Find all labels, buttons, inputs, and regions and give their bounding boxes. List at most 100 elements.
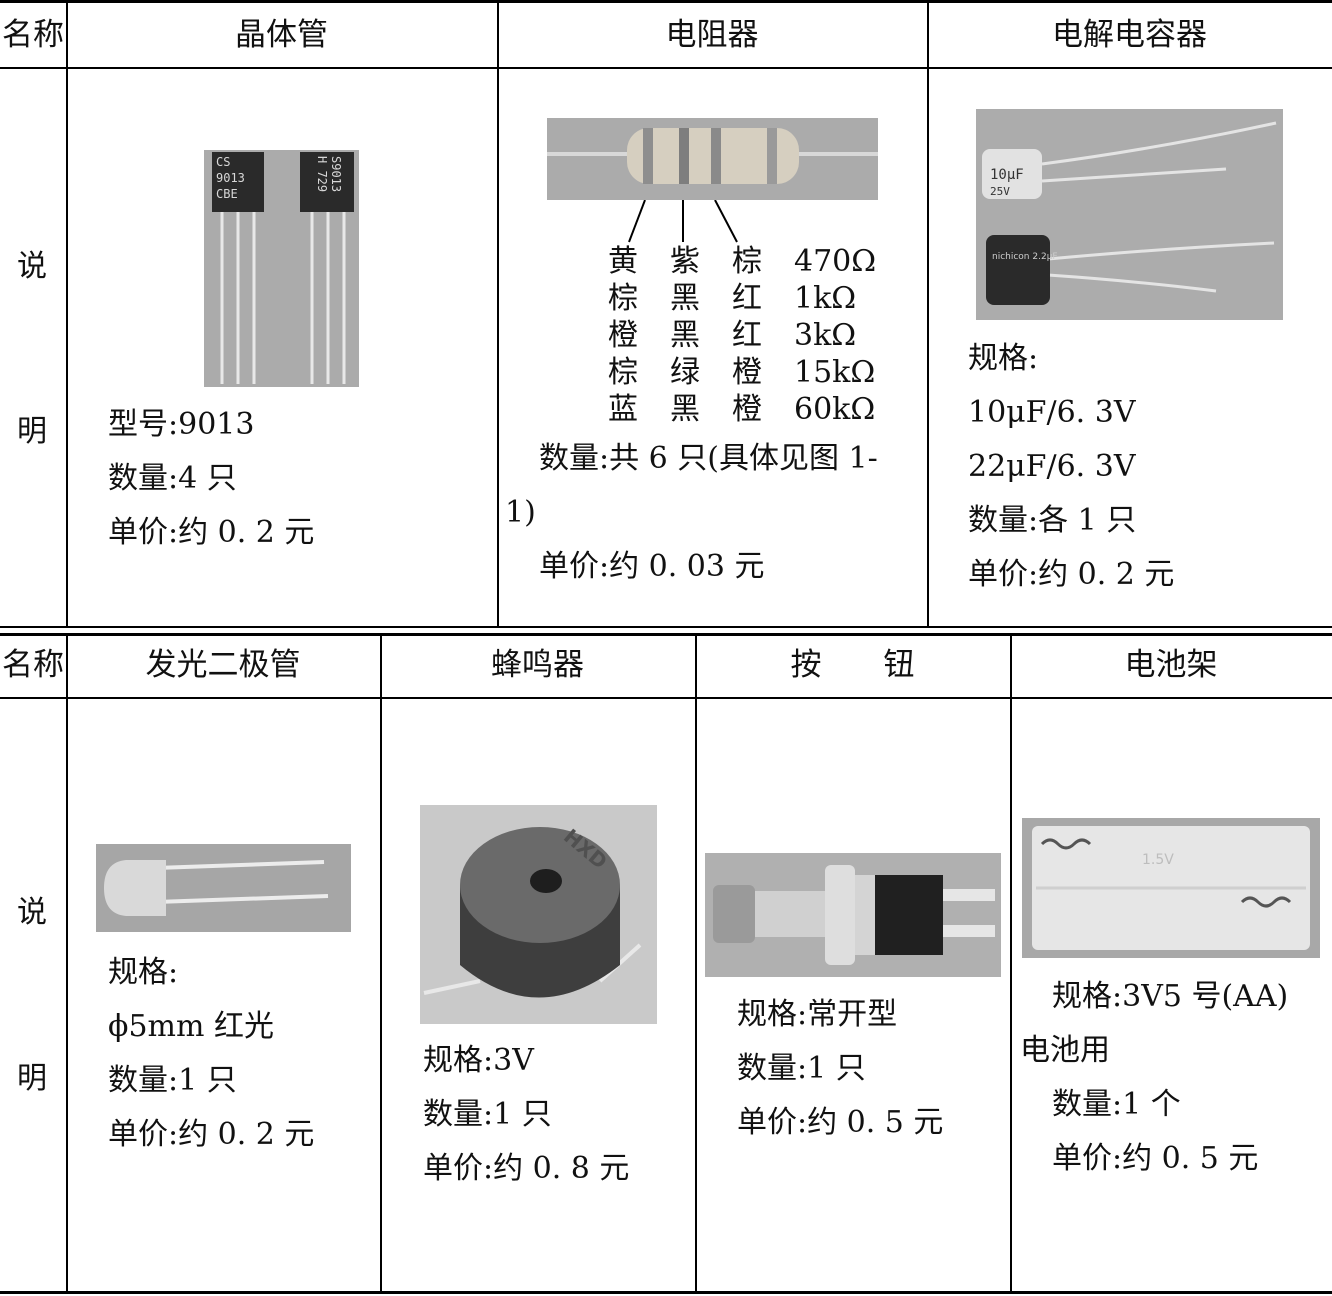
spec-line: 单价:约 0. 5 元 (1052, 1141, 1259, 1176)
transistor-photo: CS 9013 CBE S9013 H 729 (204, 150, 359, 387)
button-photo (705, 853, 1001, 977)
header-transistor: 晶体管 (235, 17, 328, 53)
resistor-specs: 数量:共 6 只(具体见图 1- 1) 单价:约 0. 03 元 (505, 432, 878, 594)
spec-line: 22μF/6. 3V (968, 449, 1136, 484)
color-band: 橙 (732, 355, 762, 390)
col-divider (380, 633, 382, 1293)
transistor-mark: CBE (216, 187, 238, 201)
led-illustration (96, 844, 351, 932)
components-table-2: 名称 发光二极管 蜂鸣器 按 钮 电池架 说 明 规格: ϕ5mm 红光 数量:… (0, 630, 1332, 1296)
buzzer-illustration: HXD (420, 805, 657, 1024)
col-divider (497, 0, 499, 628)
capacitor-mark: 25V (990, 185, 1010, 198)
color-code-row: 蓝黑橙 60kΩ (608, 391, 884, 428)
battery-holder-specs: 规格:3V5 号(AA) 电池用 数量:1 个 单价:约 0. 5 元 (1020, 970, 1288, 1186)
spec-line: 规格: (108, 955, 179, 990)
transistor-mark: S9013 (329, 156, 343, 192)
color-band: 黑 (670, 281, 700, 316)
capacitor-photo: 10μF 25V nichicon 2.2μF (976, 109, 1283, 320)
transistor-mark: H 729 (315, 156, 329, 192)
spec-line: 10μF/6. 3V (968, 395, 1136, 430)
table1-header-rule (0, 67, 1332, 69)
color-band: 橙 (732, 392, 762, 427)
spec-line: 单价:约 0. 2 元 (968, 557, 1175, 592)
color-code-row: 棕绿橙 15kΩ (608, 354, 884, 391)
resistor-photo (547, 118, 878, 200)
capacitor-mark: nichicon 2.2μF (992, 252, 1058, 262)
transistor-mark: CS (216, 155, 230, 169)
capacitor-mark: 10μF (990, 167, 1024, 183)
spec-line: 型号:9013 (108, 407, 255, 442)
color-band: 蓝 (608, 392, 638, 427)
header-capacitor: 电解电容器 (1052, 17, 1207, 53)
spec-line: 规格:3V5 号(AA) (1052, 979, 1289, 1014)
color-band: 绿 (670, 355, 700, 390)
table2-header-rule (0, 697, 1332, 699)
table2-bottom-rule (0, 1291, 1332, 1294)
spec-line: ϕ5mm 红光 (108, 1009, 274, 1044)
color-band: 黑 (670, 392, 700, 427)
spec-line: 单价:约 0. 2 元 (108, 1117, 315, 1152)
spec-line: 规格:3V (423, 1043, 534, 1078)
col-divider (1010, 633, 1012, 1293)
header-buzzer: 蜂鸣器 (491, 647, 584, 683)
battery-holder-photo: 1.5V (1022, 818, 1320, 958)
button-illustration (705, 853, 1001, 977)
color-band: 橙 (608, 318, 638, 353)
resistance-value: 1kΩ (794, 281, 857, 316)
desc-label: 明 (17, 414, 47, 449)
button-specs: 规格:常开型 数量:1 只 单价:约 0. 5 元 (737, 988, 943, 1150)
desc-label: 说 (17, 895, 47, 930)
spec-line: 规格:常开型 (737, 997, 898, 1032)
col-divider (927, 0, 929, 628)
header-led: 发光二极管 (145, 647, 301, 683)
header-button: 按 钮 (790, 647, 915, 683)
table1-bottom-rule (0, 626, 1332, 628)
header-resistor: 电阻器 (665, 17, 759, 53)
header-battery-holder: 电池架 (1124, 647, 1218, 683)
resistance-value: 15kΩ (794, 355, 876, 390)
spec-line: 规格: (968, 341, 1039, 376)
spec-line: 数量:1 只 (737, 1051, 866, 1086)
spec-line: 数量:1 只 (108, 1063, 237, 1098)
table2-top-rule (0, 633, 1332, 636)
battery-mark: 1.5V (1142, 852, 1174, 868)
transistor-illustration: CS 9013 CBE S9013 H 729 (204, 150, 359, 387)
resistor-illustration (547, 118, 878, 200)
spec-line: 单价:约 0. 2 元 (108, 515, 315, 550)
color-band: 黄 (608, 244, 638, 279)
spec-line: 数量:各 1 只 (968, 503, 1137, 538)
name-label: 名称 (2, 647, 64, 683)
transistor-specs: 型号:9013 数量:4 只 单价:约 0. 2 元 (108, 398, 314, 560)
color-band: 紫 (670, 244, 700, 279)
resistance-value: 60kΩ (794, 392, 876, 427)
buzzer-specs: 规格:3V 数量:1 只 单价:约 0. 8 元 (423, 1034, 629, 1196)
capacitor-specs: 规格: 10μF/6. 3V 22μF/6. 3V 数量:各 1 只 单价:约 … (968, 332, 1174, 602)
battery-holder-illustration: 1.5V (1022, 818, 1320, 958)
col-divider (695, 633, 697, 1293)
color-band: 黑 (670, 318, 700, 353)
desc-label: 明 (17, 1061, 47, 1096)
led-specs: 规格: ϕ5mm 红光 数量:1 只 单价:约 0. 2 元 (108, 946, 314, 1162)
spec-line: 单价:约 0. 5 元 (737, 1105, 944, 1140)
transistor-mark: 9013 (216, 171, 245, 185)
spec-line: 单价:约 0. 03 元 (539, 549, 765, 584)
table1-top-rule (0, 0, 1332, 3)
led-photo (96, 844, 351, 932)
color-band: 棕 (608, 355, 638, 390)
col-divider (66, 0, 68, 628)
color-band: 棕 (732, 244, 762, 279)
color-band: 棕 (608, 281, 638, 316)
spec-line: 数量:共 6 只(具体见图 1- (539, 441, 878, 476)
capacitor-illustration: 10μF 25V nichicon 2.2μF (976, 109, 1283, 320)
resistance-value: 3kΩ (794, 318, 857, 353)
spec-line: 数量:4 只 (108, 461, 237, 496)
spec-line: 电池用 (1020, 1033, 1110, 1068)
spec-line: 数量:1 只 (423, 1097, 552, 1132)
spec-line: 1) (505, 495, 536, 530)
name-label: 名称 (2, 17, 64, 53)
col-divider (66, 633, 68, 1293)
